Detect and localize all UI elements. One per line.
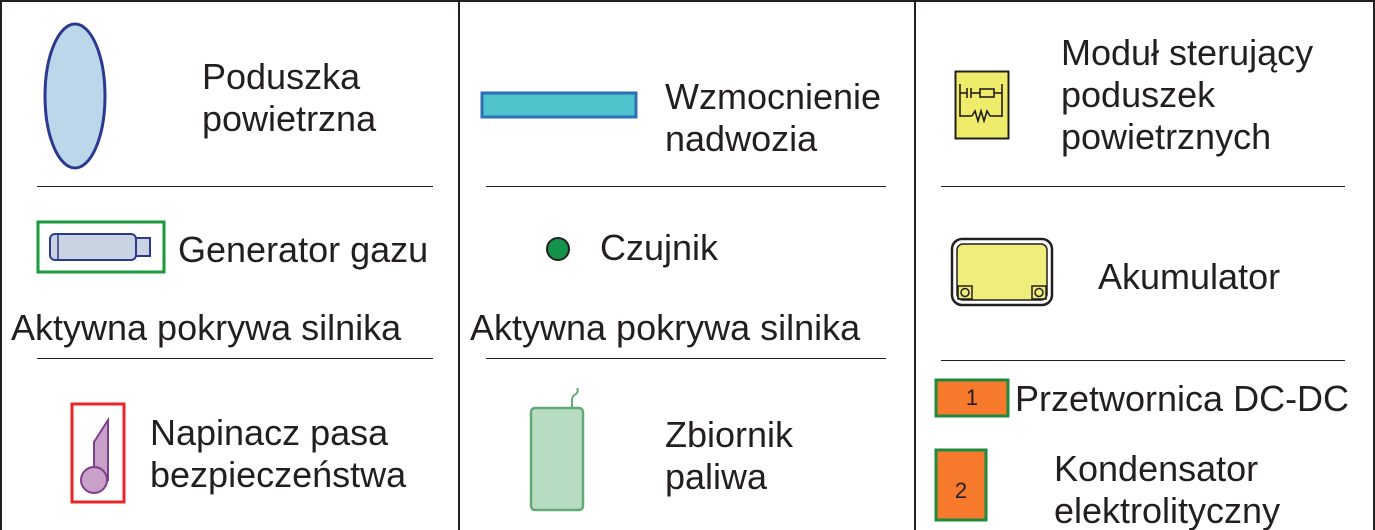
row-divider [941, 186, 1345, 187]
gas-generator-icon [36, 220, 166, 274]
row-divider [486, 358, 886, 359]
row-divider [37, 186, 433, 187]
seatbelt-pretensioner-label: Napinacz pasa bezpieczeństwa [150, 412, 407, 495]
body-reinforcement-label: Wzmocnienie nadwozia [665, 76, 882, 159]
body-reinforcement-icon [480, 91, 638, 119]
capacitor-badge-number: 2 [954, 478, 968, 503]
row-divider [37, 358, 433, 359]
dcdc-converter-badge [934, 378, 1010, 418]
airbag-control-module-label: Moduł sterujący poduszek powietrznych [1061, 32, 1314, 157]
column-divider-1 [458, 0, 460, 530]
electrolytic-capacitor-badge [934, 448, 988, 522]
seatbelt-pretensioner-icon [70, 402, 126, 504]
gas-generator-label: Generator gazu [178, 229, 429, 270]
frame-top [0, 0, 1375, 2]
dcdc-converter-label: Przetwornica DC-DC [1015, 378, 1350, 419]
airbag-control-module-icon [954, 70, 1010, 140]
active-hood-label: Aktywna pokrywa silnika [11, 307, 402, 348]
fuel-tank-label: Zbiornik paliwa [665, 414, 794, 497]
active-hood-label: Aktywna pokrywa silnika [470, 307, 861, 348]
sensor-label: Czujnik [600, 227, 719, 268]
row-divider [486, 186, 886, 187]
row-divider [941, 360, 1345, 361]
battery-label: Akumulator [1098, 256, 1281, 297]
battery-icon [950, 237, 1054, 307]
airbag-icon [43, 22, 107, 170]
fuel-tank-icon [529, 388, 585, 512]
frame-right [1373, 0, 1375, 530]
electrolytic-capacitor-label: Kondensator elektrolityczny [1054, 448, 1281, 530]
column-divider-2 [914, 0, 916, 530]
dcdc-badge-number: 1 [965, 385, 979, 410]
sensor-icon [546, 237, 570, 261]
airbag-label: Poduszka powietrzna [202, 56, 377, 139]
frame-left [0, 0, 2, 530]
